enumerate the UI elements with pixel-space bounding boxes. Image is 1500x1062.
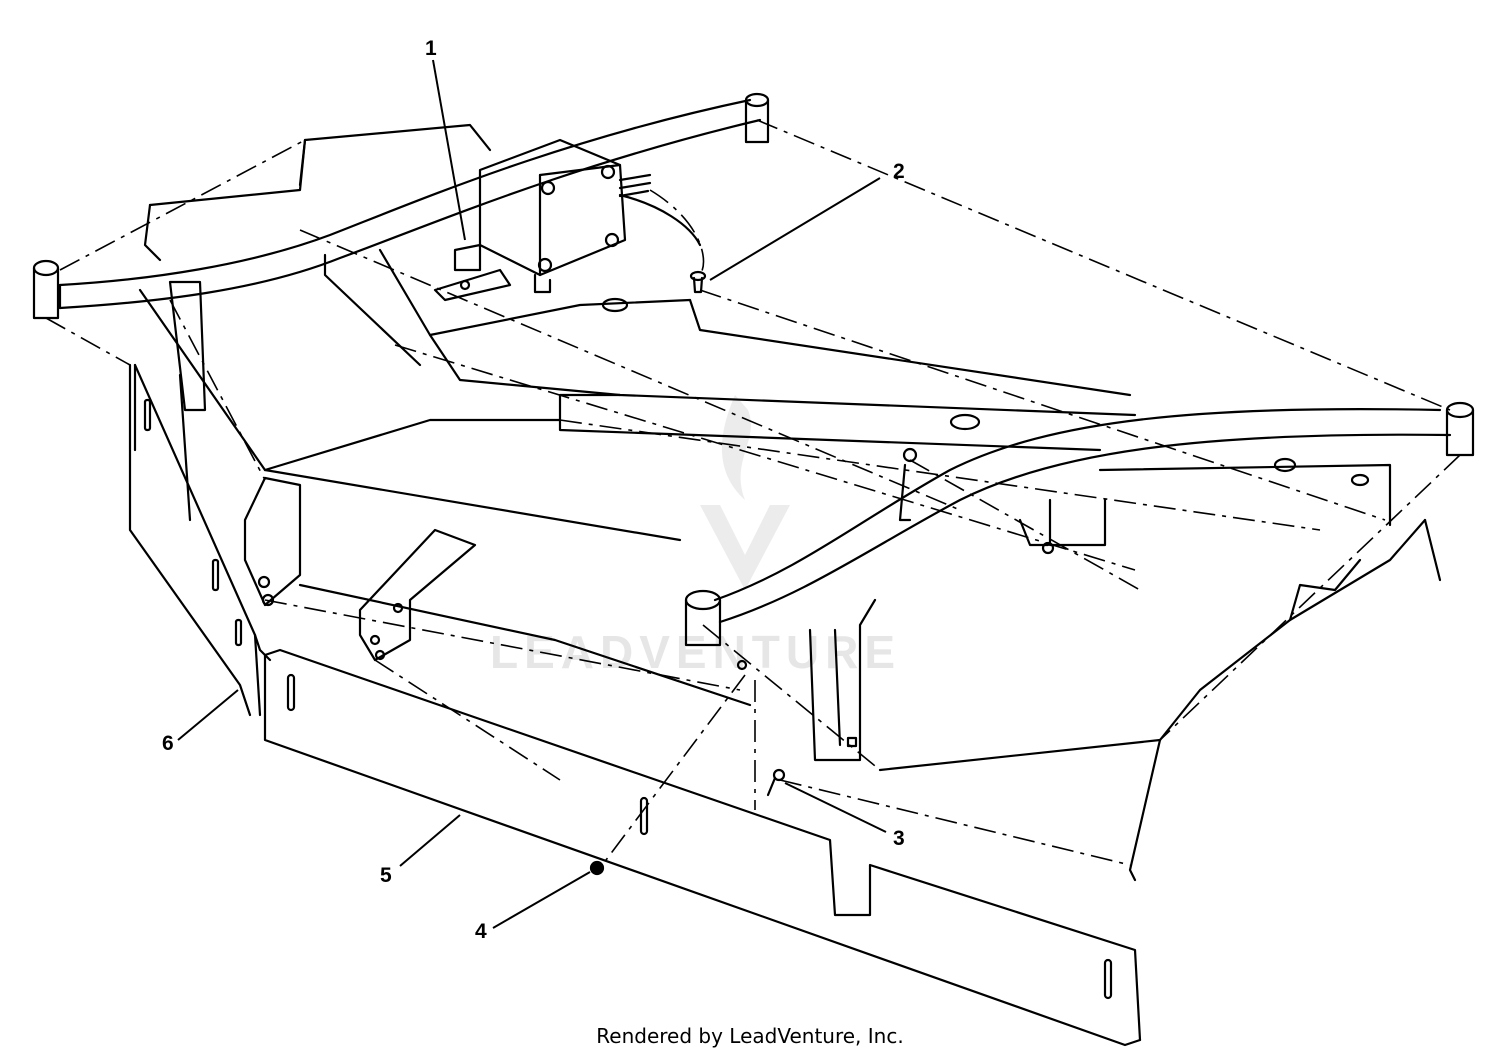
callout-3: 3	[893, 827, 905, 850]
front-baffle	[263, 648, 1142, 1047]
leader-lines	[177, 59, 887, 929]
footer-credit: Rendered by LeadVenture, Inc.	[596, 1024, 904, 1048]
discharge-chute	[878, 457, 1427, 882]
deck-bracket-left	[243, 476, 302, 607]
callout-2: 2	[893, 160, 905, 183]
nut-part-4	[589, 659, 748, 876]
callout-6: 6	[162, 732, 174, 755]
callout-1: 1	[425, 37, 437, 60]
bolt-part-3	[766, 768, 786, 797]
callout-5: 5	[380, 864, 392, 887]
watermark-text: LEADVENTURE	[490, 626, 901, 678]
left-side-skirt	[128, 363, 252, 717]
front-lift-arm	[684, 401, 1475, 647]
screw-part-2	[689, 270, 707, 294]
rear-lift-arm	[32, 92, 770, 412]
mower-deck-body	[133, 288, 1442, 717]
control-box	[433, 138, 652, 302]
deck-bracket-right	[808, 598, 877, 762]
leadventure-watermark: LEADVENTURE	[490, 395, 901, 678]
rear-deck-housing	[143, 123, 1137, 452]
assembly-phantom-lines	[45, 119, 1461, 869]
deck-bracket-center	[358, 528, 477, 662]
callout-4: 4	[475, 920, 487, 943]
